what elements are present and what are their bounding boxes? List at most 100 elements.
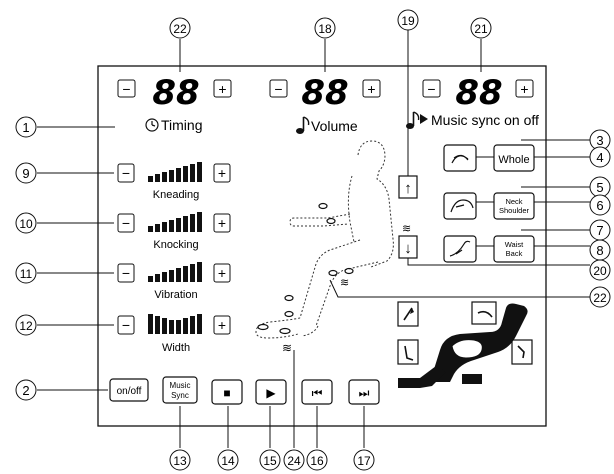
width-label: Width	[162, 342, 190, 354]
vibration-level-bars	[148, 262, 202, 282]
svg-text:▶: ▶	[266, 386, 276, 400]
svg-text:4: 4	[596, 150, 603, 165]
callout-8: 8	[590, 240, 610, 260]
waist-back-button[interactable]: Waist Back	[494, 236, 534, 262]
callout-19: 19	[398, 10, 418, 30]
play-button[interactable]: ▶	[256, 380, 286, 404]
callout-10: 10	[16, 213, 36, 233]
callout-14: 14	[218, 450, 238, 470]
svg-text:18: 18	[318, 22, 332, 36]
svg-text:8: 8	[596, 243, 603, 258]
callout-20: 20	[590, 260, 610, 280]
svg-text:22: 22	[173, 22, 187, 36]
foot-vibration-mark: ≋	[282, 341, 292, 355]
svg-text:+: +	[218, 317, 226, 333]
volume-display: 88	[301, 73, 348, 113]
svg-text:22: 22	[593, 291, 607, 305]
callout-6: 6	[590, 195, 610, 215]
callout-24: 24	[284, 450, 304, 470]
svg-text:−: −	[122, 265, 130, 281]
volume-minus-button[interactable]: −	[270, 80, 287, 97]
vibration-minus-button[interactable]: −	[118, 264, 134, 282]
rewind-button[interactable]: ⏮	[302, 380, 332, 404]
svg-text:Neck: Neck	[505, 197, 522, 206]
svg-text:16: 16	[310, 454, 324, 468]
svg-text:+: +	[520, 81, 528, 97]
svg-text:21: 21	[474, 22, 488, 36]
vibration-plus-button[interactable]: +	[214, 264, 230, 282]
knocking-plus-button[interactable]: +	[214, 214, 230, 232]
callout-17: 17	[354, 450, 374, 470]
kneading-plus-button[interactable]: +	[214, 164, 230, 182]
svg-text:Waist: Waist	[505, 240, 524, 249]
knocking-level-bars	[148, 212, 202, 232]
svg-text:Whole: Whole	[498, 154, 529, 166]
svg-text:−: −	[122, 81, 130, 97]
svg-text:3: 3	[596, 133, 603, 148]
svg-text:Sync: Sync	[171, 391, 189, 400]
timing-label: Timing	[161, 117, 203, 133]
neck-shoulder-button[interactable]: Neck Shoulder	[494, 193, 534, 219]
music-note-icon	[296, 117, 309, 134]
kneading-minus-button[interactable]: −	[118, 164, 134, 182]
callout-2: 2	[16, 380, 36, 400]
svg-text:−: −	[427, 81, 435, 97]
recline-button-bottom-right[interactable]	[512, 340, 532, 364]
position-up-button[interactable]: ↑	[399, 176, 417, 198]
callout-15: 15	[260, 450, 280, 470]
svg-text:+: +	[367, 81, 375, 97]
whole-button[interactable]: Whole	[494, 145, 534, 171]
width-minus-button[interactable]: −	[118, 316, 134, 334]
callout-21: 21	[471, 18, 491, 38]
music-note-play-icon	[406, 112, 428, 129]
seat-vibration-mark: ≋	[340, 277, 349, 289]
callout-22: 22	[170, 18, 190, 38]
body-pressure-points	[258, 204, 353, 334]
svg-text:↑: ↑	[404, 180, 412, 197]
callout-1: 1	[16, 117, 36, 137]
svg-text:12: 12	[19, 319, 33, 333]
svg-text:5: 5	[596, 180, 603, 195]
callout-12: 12	[16, 315, 36, 335]
callout-9: 9	[16, 163, 36, 183]
svg-text:19: 19	[401, 14, 415, 28]
svg-text:on/off: on/off	[117, 386, 142, 397]
body-outline-figure	[256, 141, 393, 338]
massage-mode-button-7[interactable]	[444, 236, 476, 262]
svg-text:−: −	[274, 81, 282, 97]
callout-4: 4	[590, 147, 610, 167]
timing-minus-button[interactable]: −	[118, 80, 135, 97]
svg-text:Back: Back	[506, 249, 523, 258]
recline-button-bottom-left[interactable]	[398, 340, 418, 364]
callout-7: 7	[590, 220, 610, 240]
music-sync-plus-button[interactable]: +	[516, 80, 533, 97]
massage-mode-button-5[interactable]	[444, 193, 476, 219]
callout-22-lower: 22	[590, 287, 610, 307]
position-down-button[interactable]: ↓	[399, 236, 417, 258]
timing-display: 88	[152, 73, 199, 113]
timing-plus-button[interactable]: +	[214, 80, 231, 97]
callout-13: 13	[170, 450, 190, 470]
volume-plus-button[interactable]: +	[363, 80, 380, 97]
callout-18: 18	[315, 18, 335, 38]
knocking-minus-button[interactable]: −	[118, 214, 134, 232]
svg-text:11: 11	[20, 267, 33, 281]
fast-forward-button[interactable]: ⏭	[349, 380, 379, 404]
music-sync-button[interactable]: Music Sync	[163, 377, 197, 403]
massage-mode-button-3[interactable]	[444, 145, 476, 171]
recline-button-top-left[interactable]	[398, 302, 418, 326]
svg-text:17: 17	[357, 454, 371, 468]
recline-button-top-right[interactable]	[472, 302, 496, 324]
knocking-label: Knocking	[153, 239, 198, 251]
music-sync-minus-button[interactable]: −	[423, 80, 440, 97]
vibration-label: Vibration	[154, 289, 197, 301]
svg-text:+: +	[218, 215, 226, 231]
power-on-off-button[interactable]: on/off	[110, 379, 148, 401]
svg-text:+: +	[218, 265, 226, 281]
back-vibration-mark: ≋	[402, 223, 411, 235]
svg-text:Music: Music	[170, 381, 191, 390]
svg-text:+: +	[218, 165, 226, 181]
width-plus-button[interactable]: +	[214, 316, 230, 334]
stop-button[interactable]: ■	[212, 380, 242, 404]
